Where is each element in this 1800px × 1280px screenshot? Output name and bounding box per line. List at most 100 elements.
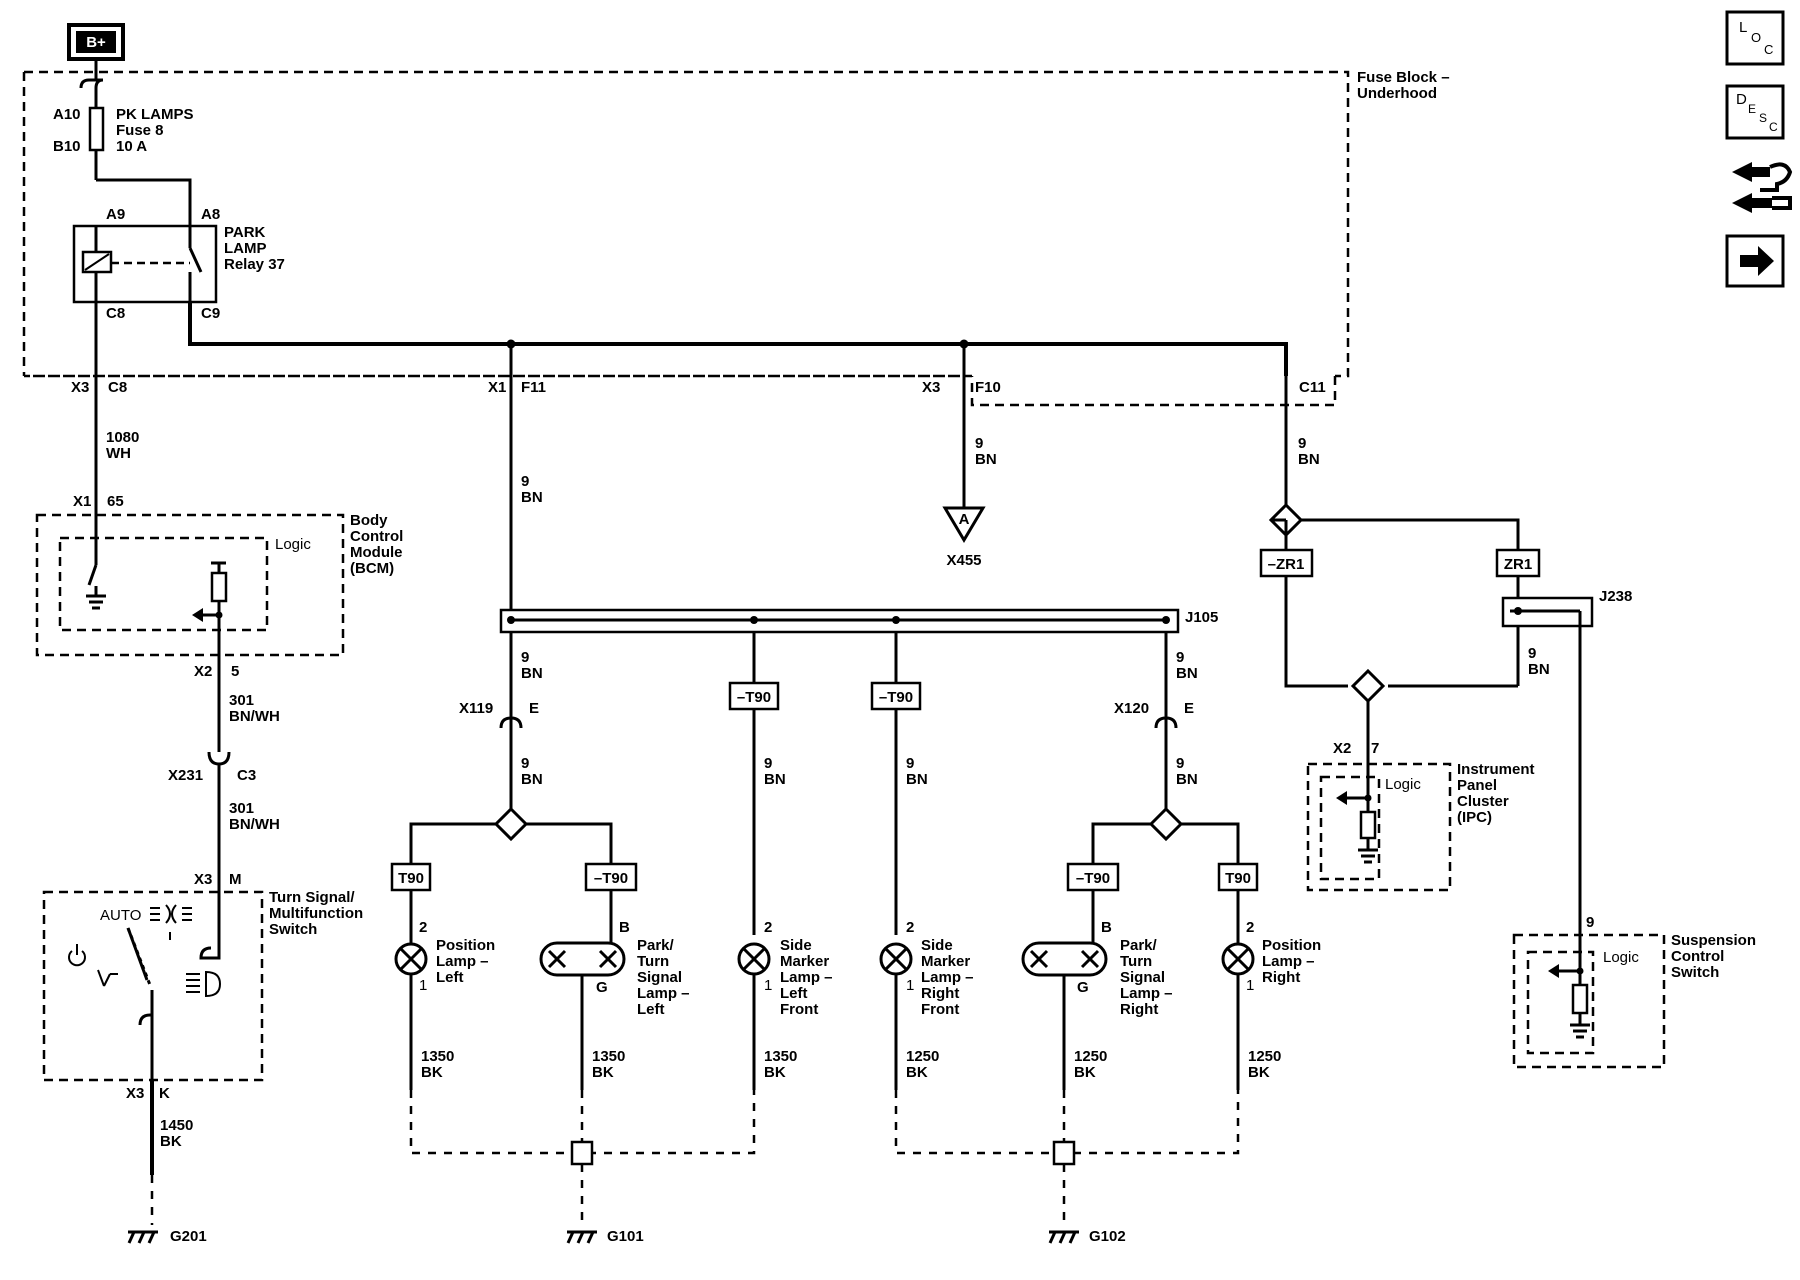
g4-color: BK — [906, 1064, 928, 1081]
side-lf-name-2: Marker — [780, 953, 829, 970]
option-boxes: –T90 –T90 T90 –T90 –T90 T90 — [390, 681, 1259, 892]
fuse-name: PK LAMPS — [116, 106, 194, 123]
side-marker-feeds: 9 BN 9 BN — [752, 632, 928, 935]
side-lf-color: BN — [764, 771, 786, 788]
fuse-pin-top: A10 — [53, 106, 81, 123]
option-not-zr1: –ZR1 — [1268, 556, 1305, 573]
f10-drop-color: BN — [975, 451, 997, 468]
pos-right-pin-bot: 1 — [1246, 977, 1254, 994]
fuse-block-title: Fuse Block – — [1357, 69, 1450, 86]
pos-left-name-2: Lamp – — [436, 953, 489, 970]
lamp-side-marker-left-front: 2 1 Side Marker Lamp – Left Front — [737, 919, 833, 1018]
x1-f11-conn: X1 — [488, 379, 506, 396]
desc-button[interactable]: D E S C — [1725, 84, 1785, 140]
ground-g101-icon — [566, 1230, 597, 1244]
power-label: B+ — [86, 34, 106, 51]
turn-switch-name-1: Turn Signal/ — [269, 889, 355, 906]
f11-main-color: BN — [521, 489, 543, 506]
g1-circuit: 1350 — [421, 1048, 454, 1065]
bcm-in-pin: 65 — [107, 493, 124, 510]
park-left-pin-bot: G — [596, 979, 608, 996]
x3-f10-conn: X3 — [922, 379, 940, 396]
susp-logic: Logic — [1603, 949, 1639, 966]
arrow-right-icon — [1740, 246, 1774, 276]
ground-g101: G101 — [566, 1228, 644, 1245]
connector-view-button[interactable] — [1732, 162, 1793, 213]
w301a-circuit: 301 — [229, 692, 254, 709]
f10-drop-circuit: 9 — [975, 435, 983, 452]
pos-right-name-1: Position — [1262, 937, 1321, 954]
instrument-panel-cluster: X2 7 Logic Instrument Panel Cluster (IPC… — [1306, 740, 1535, 892]
side-rf-pin-top: 2 — [906, 919, 914, 936]
body-control-module: Logic Body Control Module (BCM) X2 5 — [35, 512, 403, 680]
park-right-pin-top: B — [1101, 919, 1112, 936]
side-rf-name-3: Lamp – — [921, 969, 974, 986]
x231-pin: C3 — [237, 767, 256, 784]
g2-color: BK — [592, 1064, 614, 1081]
bcm-name-4: (BCM) — [350, 560, 394, 577]
g2-circuit: 1350 — [592, 1048, 625, 1065]
g1-color: BK — [421, 1064, 443, 1081]
park-left-pin-top: B — [619, 919, 630, 936]
power-off-icon — [68, 944, 86, 967]
x231-conn: X231 — [168, 767, 203, 784]
auto-lamp-icon — [97, 969, 118, 987]
g3-circuit: 1350 — [764, 1048, 797, 1065]
x120-branch: 9 BN X120 E 9 BN — [1091, 632, 1240, 864]
zr1-options: –ZR1 ZR1 — [1259, 548, 1541, 688]
next-button[interactable] — [1725, 234, 1785, 288]
lamp-park-turn-right: B G Park/ Turn Signal Lamp – Right — [1021, 919, 1173, 1018]
lamp-leads — [409, 890, 1240, 943]
headlamp-icon — [186, 970, 222, 998]
x1-f11-pin: F11 — [521, 379, 546, 396]
ground-leads: 1350 BK 1350 BK 1350 BK 1250 BK 1250 BK … — [409, 975, 1281, 1225]
desc-s: S — [1759, 111, 1767, 125]
bcm-out-pin: 5 — [231, 663, 239, 680]
park-lamp-relay: A9 A8 PARK LAMP Relay 37 C8 C9 — [72, 178, 285, 322]
x119-pin: E — [529, 700, 539, 717]
j105-label: J105 — [1185, 609, 1218, 626]
suspension-control-switch: 9 Logic Suspension Control Switch — [1512, 914, 1756, 1069]
option-pos-right: T90 — [1225, 870, 1251, 887]
parking-lamp-icon — [150, 904, 192, 924]
power-supply: B+ — [67, 23, 125, 80]
loc-l: L — [1739, 19, 1747, 36]
x3-f10-pin: F10 — [975, 379, 1001, 396]
park-right-name-5: Right — [1120, 1001, 1158, 1018]
w1080-color: WH — [106, 445, 131, 462]
lamp-position-left: 2 1 Position Lamp – Left — [394, 919, 495, 994]
switch-m-pin: M — [229, 871, 242, 888]
bcm-out-conn: X2 — [194, 663, 212, 680]
bcm-logic: Logic — [275, 536, 311, 553]
side-rf-name-2: Marker — [921, 953, 970, 970]
pos-right-name-2: Lamp – — [1262, 953, 1315, 970]
fuse-pk-lamps: A10 B10 PK LAMPS Fuse 8 10 A — [53, 78, 194, 180]
fuse-block-title-2: Underhood — [1357, 85, 1437, 102]
g4-circuit: 1250 — [906, 1048, 939, 1065]
ipc-in-conn: X2 — [1333, 740, 1351, 757]
loc-button[interactable]: L O C — [1725, 10, 1785, 66]
offpage-label: X455 — [946, 552, 981, 569]
ipc-name-3: Cluster — [1457, 793, 1509, 810]
g5-circuit: 1250 — [1074, 1048, 1107, 1065]
loc-c: C — [1764, 42, 1773, 57]
relay-pin-a9: A9 — [106, 206, 125, 223]
relay-name-3: Relay 37 — [224, 256, 285, 273]
fuse-number: Fuse 8 — [116, 122, 164, 139]
park-right-name-3: Signal — [1120, 969, 1165, 986]
splice-pack-j238: J238 9 BN — [1350, 588, 1632, 935]
main-bus — [188, 302, 1288, 376]
turn-switch-circuit: 301 BN/WH X231 C3 301 BN/WH X3 M — [168, 655, 280, 952]
j238-dn-circuit: 9 — [1528, 645, 1536, 662]
ipc-logic: Logic — [1385, 776, 1421, 793]
bcm-feed: X3 C8 1080 WH X1 65 — [71, 302, 139, 565]
ground-g201-icon — [127, 1230, 158, 1244]
side-rf-circuit: 9 — [906, 755, 914, 772]
side-rf-name-5: Front — [921, 1001, 959, 1018]
f11-main-circuit: 9 — [521, 473, 529, 490]
w1450-circuit: 1450 — [160, 1117, 193, 1134]
x119-up-color: BN — [521, 665, 543, 682]
pos-left-name-1: Position — [436, 937, 495, 954]
pos-right-name-3: Right — [1262, 969, 1300, 986]
bcm-name-3: Module — [350, 544, 403, 561]
